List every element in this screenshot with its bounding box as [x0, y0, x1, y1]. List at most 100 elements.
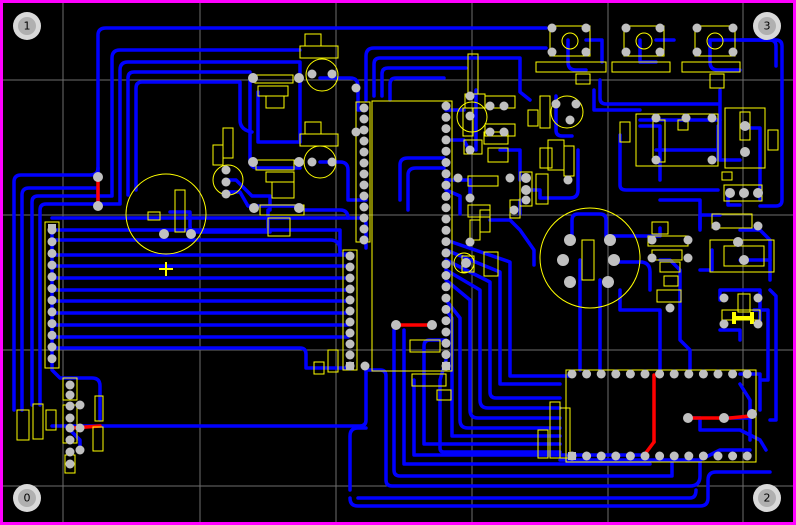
- pad: [327, 157, 337, 167]
- pad: [665, 303, 675, 313]
- capacitor-pad: [564, 234, 576, 246]
- left-connector-pad: [65, 423, 75, 433]
- center-header-pad: [441, 135, 451, 145]
- pad: [602, 276, 614, 288]
- button-pad: [547, 23, 557, 33]
- center-header-pad: [441, 304, 451, 314]
- ic-pin: [698, 369, 708, 379]
- pad: [465, 91, 475, 101]
- pad: [571, 99, 581, 109]
- pad: [465, 111, 475, 121]
- pad: [221, 177, 231, 187]
- pad: [521, 185, 531, 195]
- center-header-pad: [359, 224, 369, 234]
- button-pad: [581, 23, 591, 33]
- pad: [499, 101, 509, 111]
- ic-pin: [611, 451, 621, 461]
- corner-marker-bottom-right: 2: [753, 484, 781, 512]
- center-header-pad: [441, 316, 451, 326]
- pad: [740, 121, 750, 131]
- via-pad: [93, 201, 103, 211]
- pad: [747, 409, 757, 419]
- component-pads: [47, 23, 763, 469]
- ic-pin: [698, 451, 708, 461]
- pad: [499, 127, 509, 137]
- pad: [351, 127, 361, 137]
- ic-pin: [625, 451, 635, 461]
- ic-pin: [742, 451, 752, 461]
- left-connector-pad: [65, 413, 75, 423]
- pad: [307, 157, 317, 167]
- pad: [465, 193, 475, 203]
- top-layer-traces: [12, 26, 784, 508]
- pad: [707, 155, 717, 165]
- resistor-pad: [248, 73, 258, 83]
- square-pad: [442, 362, 450, 370]
- center-header-pad: [441, 112, 451, 122]
- left-header-pad: [47, 330, 57, 340]
- button-pad: [692, 23, 702, 33]
- center-header-pad: [359, 235, 369, 245]
- capacitor-pad: [159, 229, 169, 239]
- center-header-pad: [359, 169, 369, 179]
- left-connector-pad: [65, 390, 75, 400]
- ic-pin: [728, 369, 738, 379]
- ic-pin: [596, 451, 606, 461]
- button-pad: [655, 47, 665, 57]
- center-header-pad: [345, 262, 355, 272]
- left-connector-pad: [75, 400, 85, 410]
- ic-pin: [684, 451, 694, 461]
- terminal-pad: [725, 188, 735, 198]
- pad: [683, 413, 693, 423]
- ic-pin: [640, 451, 650, 461]
- corner-marker-top-right: 3: [753, 12, 781, 40]
- center-header-pad: [441, 237, 451, 247]
- pad: [465, 237, 475, 247]
- silkscreen-fill: [732, 312, 754, 324]
- center-header-pad: [359, 103, 369, 113]
- svg-text:1: 1: [24, 20, 31, 33]
- center-header-pad: [345, 295, 355, 305]
- center-header-pad: [441, 338, 451, 348]
- silkscreen-layer: [16, 25, 779, 474]
- pad: [360, 361, 370, 371]
- pad: [248, 157, 258, 167]
- button-pad: [692, 47, 702, 57]
- ic-pin1: [568, 452, 576, 460]
- center-header-pad: [441, 293, 451, 303]
- center-header-pad: [359, 202, 369, 212]
- pad: [505, 173, 515, 183]
- button-pad: [655, 23, 665, 33]
- terminal-pad: [753, 188, 763, 198]
- center-header-pad: [359, 158, 369, 168]
- resistor-pad: [294, 73, 304, 83]
- center-header-pad: [441, 271, 451, 280]
- pad: [391, 320, 401, 330]
- ic-pin: [669, 369, 679, 379]
- center-header-pad: [441, 282, 451, 292]
- pad: [221, 189, 231, 199]
- ic-pin: [728, 451, 738, 461]
- pad: [485, 127, 495, 137]
- pad: [551, 99, 561, 109]
- pad: [453, 173, 463, 183]
- pad: [711, 221, 721, 231]
- pad: [719, 319, 729, 329]
- pad: [485, 101, 495, 111]
- center-header-pad: [359, 136, 369, 146]
- left-connector-pad: [75, 445, 85, 455]
- left-header-pin1: [48, 224, 56, 232]
- center-header-pad: [359, 180, 369, 190]
- center-header-pad: [345, 350, 355, 360]
- pad: [521, 195, 531, 205]
- center-header-pad: [345, 284, 355, 294]
- center-header-pad: [441, 191, 451, 201]
- left-header-pad: [47, 260, 57, 270]
- center-header-pad: [359, 147, 369, 157]
- ic-pin: [655, 369, 665, 379]
- center-header-pad: [441, 180, 451, 190]
- left-connector-pad: [65, 401, 75, 411]
- center-header-pad: [441, 158, 451, 167]
- center-header-pad: [441, 259, 451, 269]
- ic-pin: [596, 369, 606, 379]
